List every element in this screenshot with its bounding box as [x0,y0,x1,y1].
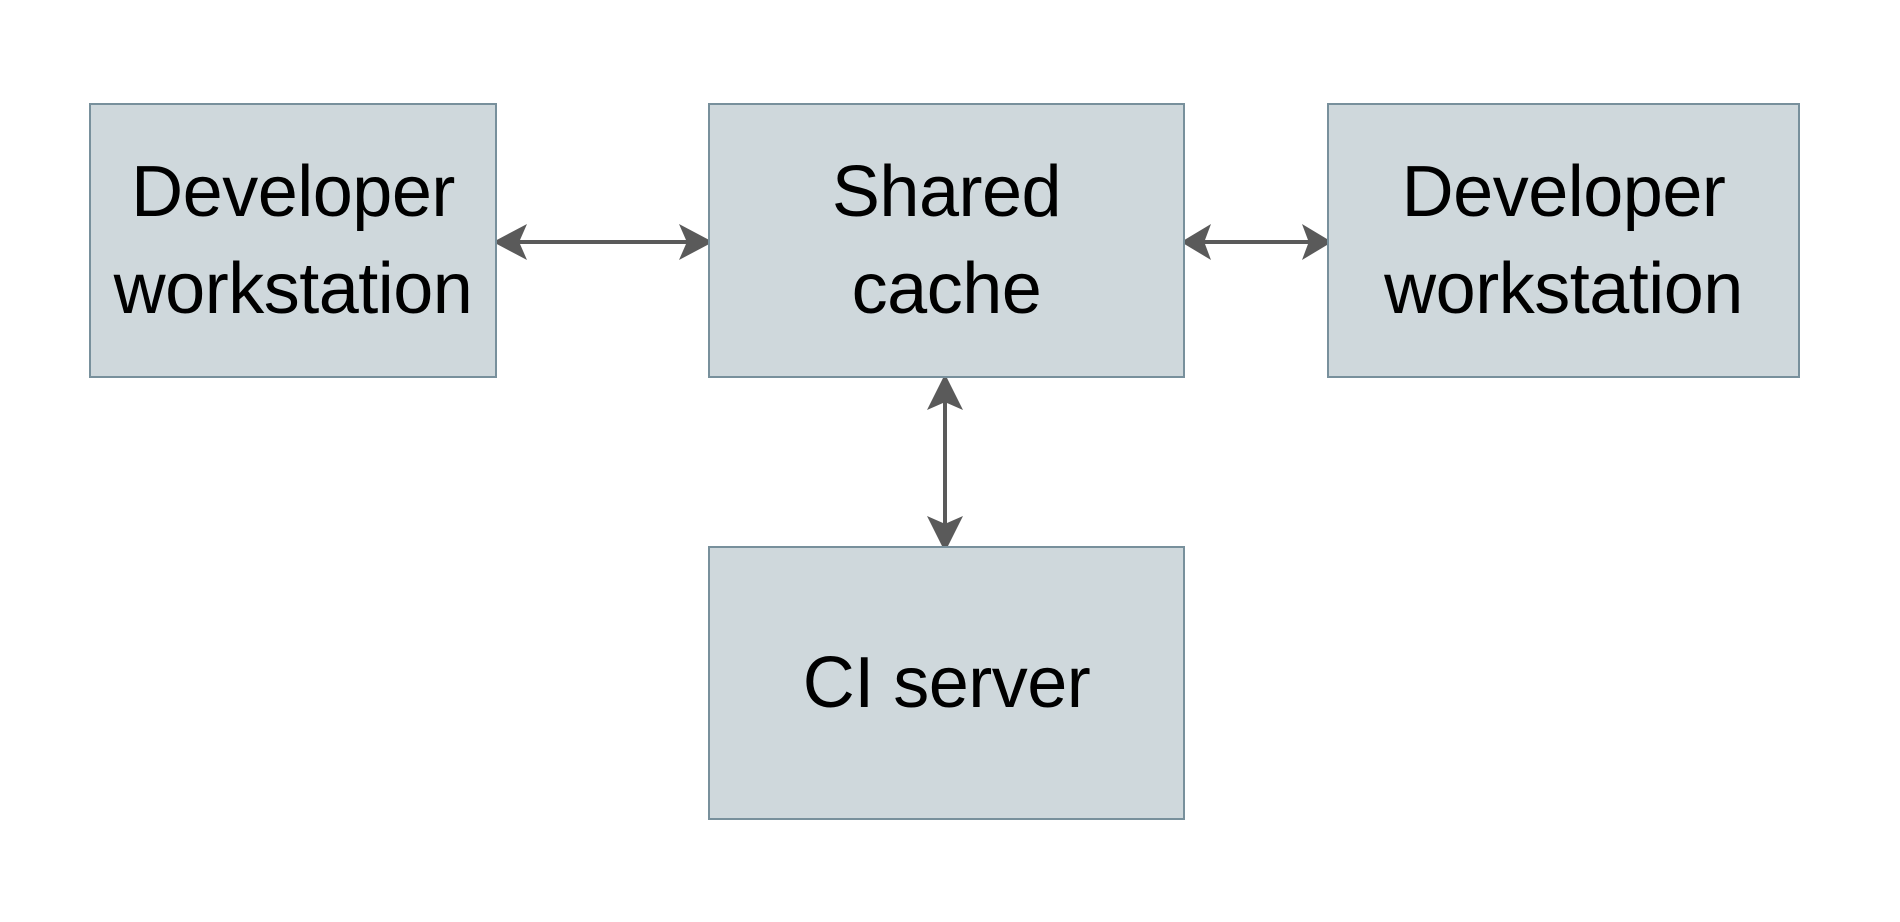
connector-cache-to-ci[interactable] [915,374,975,552]
node-developer-workstation-left[interactable]: Developer workstation [89,103,497,378]
connector-dev-left-to-cache[interactable] [493,212,713,272]
node-label: Developer workstation [1384,151,1743,329]
node-label: CI server [802,642,1091,723]
node-ci-server[interactable]: CI server [708,546,1185,820]
connector-cache-to-dev-right[interactable] [1181,212,1332,272]
node-label: Shared cache [831,151,1062,329]
node-shared-cache[interactable]: Shared cache [708,103,1185,378]
node-label: Developer workstation [113,151,473,329]
node-developer-workstation-right[interactable]: Developer workstation [1327,103,1800,378]
